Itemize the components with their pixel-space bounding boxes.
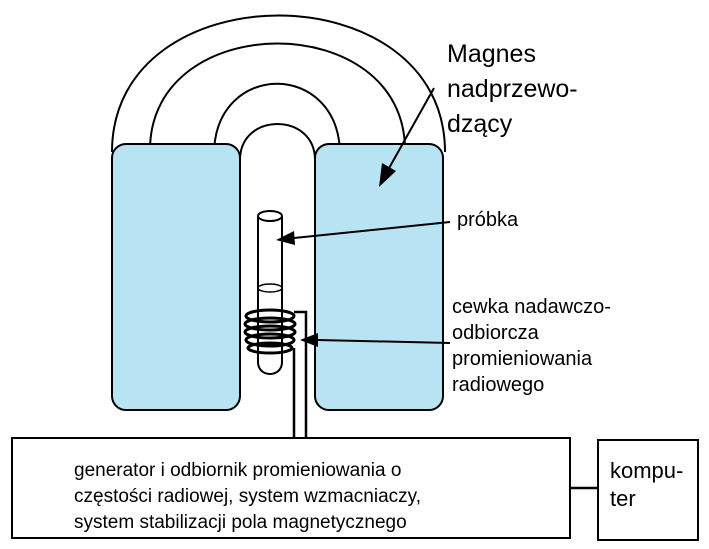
magnet-label-line3: dzący bbox=[447, 110, 513, 138]
magnet-middle-arc bbox=[149, 42, 406, 151]
magnet-outer-arc bbox=[111, 14, 446, 153]
magnet-inner-arc-inner bbox=[239, 123, 316, 161]
sample-meniscus bbox=[257, 283, 283, 293]
rf-coil bbox=[243, 308, 297, 355]
computer-line-1: kompu- bbox=[610, 458, 684, 483]
magnet-right-pole bbox=[314, 143, 444, 411]
computer-box bbox=[597, 439, 699, 541]
magnet-arrow bbox=[379, 87, 435, 187]
coil-arrow bbox=[300, 333, 451, 347]
coil-label-line4: radiowego bbox=[452, 374, 544, 396]
generator-box bbox=[11, 437, 571, 539]
generator-line-3: system stabilizacji pola magnetycznego bbox=[74, 512, 407, 533]
coil-label-line3: promieniowania bbox=[452, 348, 593, 370]
coil-lead-outer bbox=[294, 310, 308, 440]
computer-line-2: ter bbox=[610, 486, 636, 511]
magnet-inner-arc-outer bbox=[213, 82, 341, 156]
generator-line-2: częstości radiowej, system wzmacniaczy, bbox=[74, 486, 422, 507]
coil-label-line2: odbiorcza bbox=[452, 322, 540, 344]
sample-tube-top bbox=[257, 210, 283, 222]
magnet-label-line1: Magnes bbox=[447, 40, 536, 68]
generator-description: generator i odbiornik promieniowania o c… bbox=[74, 458, 574, 536]
computer-label: kompu- ter bbox=[610, 457, 700, 513]
magnet-label-line2: nadprzewo- bbox=[447, 75, 578, 103]
coil-label-line1: cewka nadawczo- bbox=[452, 296, 611, 318]
sample-label: próbka bbox=[457, 209, 519, 231]
generator-line-1: generator i odbiornik promieniowania o bbox=[74, 460, 402, 481]
magnet-left-pole bbox=[111, 143, 241, 411]
sample-arrow bbox=[276, 221, 451, 245]
